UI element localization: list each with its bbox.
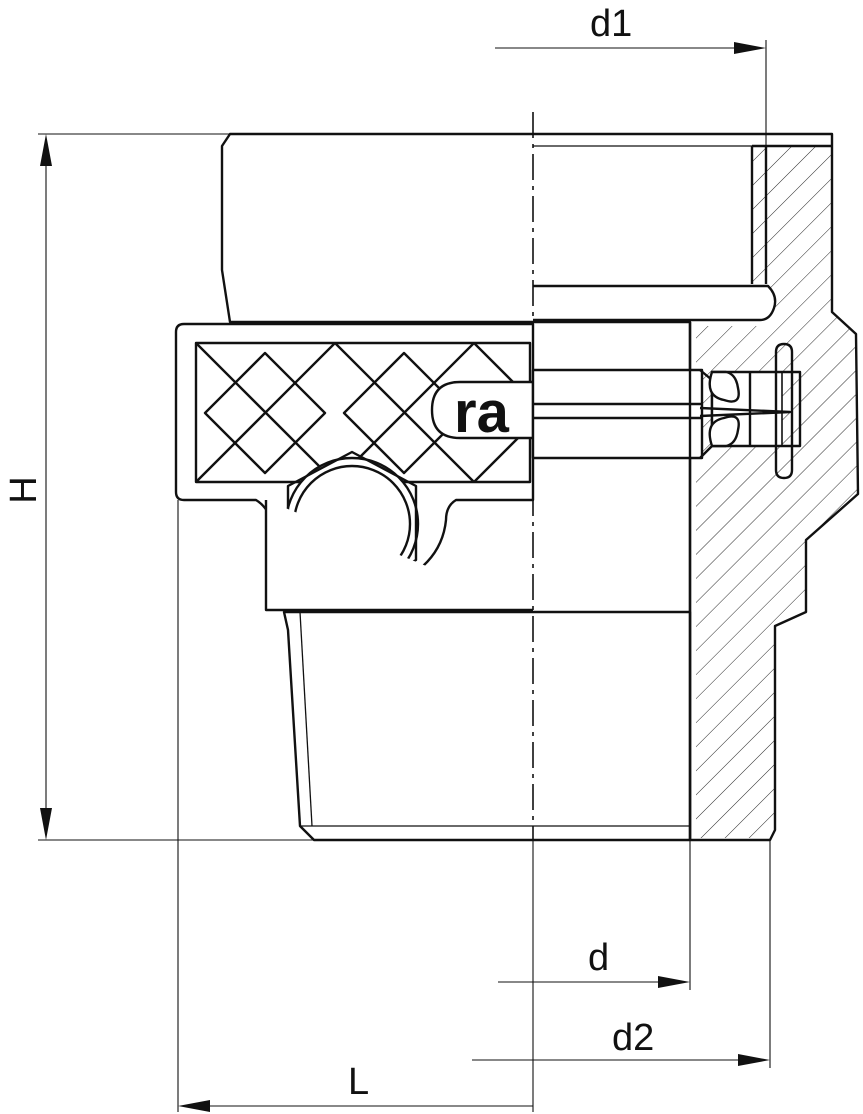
dimension-d1: d1 [495,3,767,146]
dimension-label-L: L [348,1061,369,1103]
lower-spigot [264,500,692,842]
insert-ring [533,284,777,322]
dimension-L: L [177,500,534,1112]
dimension-label-d1: d1 [590,3,632,45]
dimension-label-d2: d2 [612,1017,654,1059]
dimension-label-H: H [3,476,45,503]
dimension-d: d [498,840,691,990]
dimension-d2: d2 [472,840,771,1068]
dimension-H: H [3,133,314,841]
manufacturer-logo: ra [454,380,510,445]
section-hatching [696,144,858,838]
dimension-label-d: d [588,937,609,979]
